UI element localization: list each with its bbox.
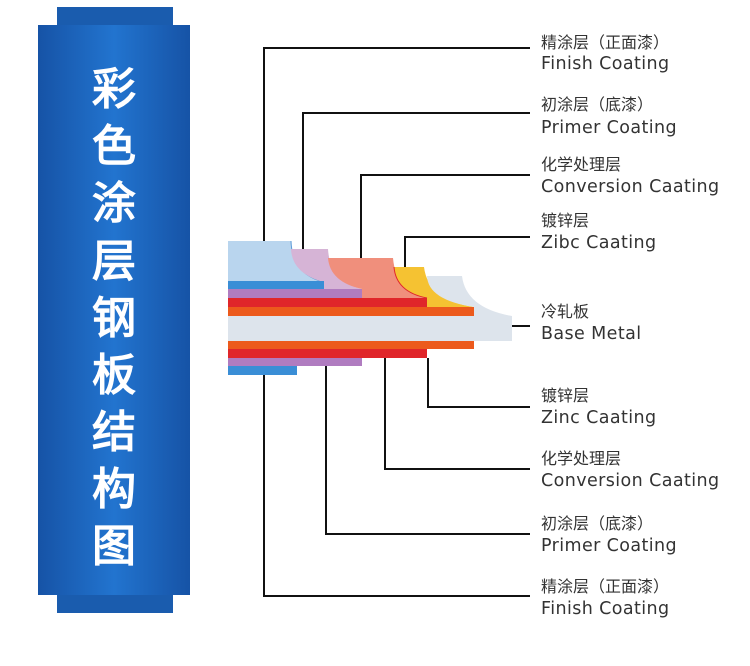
title-char: 板 [92,350,136,401]
title-char: 色 [92,121,136,172]
title-char: 构 [92,464,136,515]
label-base-zh: 冷轧板 [541,302,590,321]
label-finish-top-en: Finish Coating [541,54,670,74]
label-zinc-top-en: Zibc Caating [541,233,657,253]
finish-stripe-top [228,281,324,289]
banner-bottom-tab [57,593,173,613]
primer-stripe-top [228,289,362,298]
title-char: 结 [92,407,136,458]
banner-top-tab [57,7,173,27]
title-banner: 彩 色 涂 层 钢 板 结 构 图 [38,25,190,595]
title-char: 钢 [92,293,136,344]
base-metal-top [427,276,512,316]
label-base-en: Base Metal [541,324,642,344]
base-metal [228,316,512,341]
zinc-layer-top [394,267,474,307]
primer-stripe-bottom [228,358,362,366]
leader-finish-bottom [263,375,530,597]
label-conversion-bottom-zh: 化学处理层 [541,449,622,468]
label-finish-bottom-zh: 精涂层（正面漆） [541,577,670,596]
leader-zinc-top [404,236,530,267]
finish-layer-top [228,241,320,281]
title-char: 层 [92,236,136,287]
primer-layer-top [291,249,362,289]
zinc-stripe-bottom [228,341,474,349]
leader-primer-top [302,112,530,250]
label-zinc-top-zh: 镀锌层 [541,211,590,230]
leader-zinc-bottom [427,358,530,408]
conversion-stripe-bottom [228,349,427,358]
label-finish-bottom-en: Finish Coating [541,599,670,619]
leader-conversion-top [360,174,530,258]
label-finish-top-zh: 精涂层（正面漆） [541,33,670,52]
label-conversion-top-zh: 化学处理层 [541,155,622,174]
title-char: 图 [92,521,136,572]
label-zinc-bottom-en: Zinc Caating [541,408,657,428]
label-primer-bottom-zh: 初涂层（底漆） [541,514,654,533]
title-char: 彩 [92,64,136,115]
zinc-stripe-top [228,307,474,316]
conversion-layer-top [328,258,427,298]
conversion-stripe-top [228,298,427,307]
leader-finish-top [263,47,530,241]
label-primer-top-en: Primer Coating [541,118,678,138]
label-primer-top-zh: 初涂层（底漆） [541,95,654,114]
leader-conversion-bottom [384,358,530,470]
label-zinc-bottom-zh: 镀锌层 [541,386,590,405]
finish-stripe-bottom [228,366,297,375]
title-char: 涂 [92,178,136,229]
label-conversion-top-en: Conversion Caating [541,177,720,197]
leader-primer-bottom [325,366,530,535]
label-primer-bottom-en: Primer Coating [541,536,678,556]
label-conversion-bottom-en: Conversion Caating [541,471,720,491]
leader-lines [263,47,530,597]
